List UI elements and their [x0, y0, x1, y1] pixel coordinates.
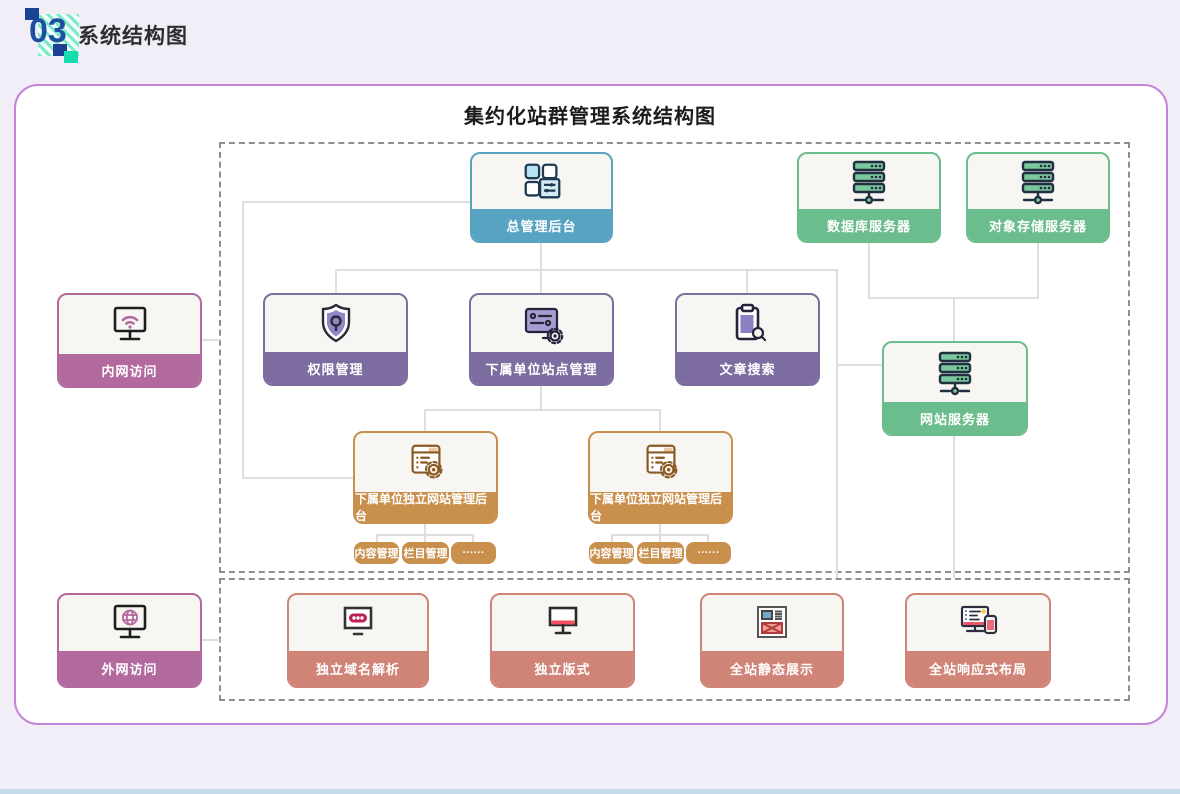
sub-tag: 内容管理	[589, 542, 634, 564]
responsive-devices-icon	[960, 605, 998, 635]
node-label: 全站静态展示	[702, 651, 842, 686]
node-subunit-site-management: 下属单位站点管理	[469, 293, 614, 386]
connector-line	[242, 201, 244, 479]
sub-tag: ······	[686, 542, 731, 564]
node-subunit-independent-backend-left: 下属单位独立网站管理后台	[353, 431, 498, 524]
connector-line	[424, 534, 426, 543]
clipboard-search-icon	[735, 303, 766, 341]
node-object-storage-server: 对象存储服务器	[966, 152, 1110, 243]
node-intranet-access: 内网访问	[57, 293, 202, 388]
connector-line	[611, 534, 613, 543]
node-label: 下属单位独立网站管理后台	[590, 492, 731, 522]
connector-line	[836, 364, 884, 366]
browser-gear-icon	[410, 444, 442, 478]
external-zone-border	[219, 578, 1130, 701]
sub-tag: 栏目管理	[637, 542, 684, 564]
monitor-wifi-icon	[113, 306, 146, 340]
connector-line	[746, 269, 748, 295]
node-subunit-independent-backend-right: 下属单位独立网站管理后台	[588, 431, 733, 524]
node-permission-management: 权限管理	[263, 293, 408, 386]
connector-line	[659, 409, 661, 431]
navy-square-decoration	[53, 44, 67, 56]
app-grid-icon	[524, 163, 560, 198]
panel-gear-icon	[524, 307, 563, 344]
connector-line	[659, 524, 661, 535]
connector-line	[335, 269, 337, 295]
section-number: 03	[29, 12, 67, 50]
node-label: 文章搜索	[677, 352, 818, 384]
teal-square-decoration	[64, 51, 78, 63]
node-label: 全站响应式布局	[907, 651, 1049, 686]
node-web-server: 网站服务器	[882, 341, 1028, 436]
connector-line	[376, 534, 378, 543]
connector-line	[540, 243, 542, 271]
connector-line	[242, 201, 471, 203]
connector-line	[1037, 243, 1039, 299]
node-label: 总管理后台	[472, 209, 611, 241]
connector-line	[335, 269, 838, 271]
navy-square-decoration	[25, 8, 39, 20]
server-icon	[938, 351, 972, 395]
node-label: 下属单位独立网站管理后台	[355, 492, 496, 522]
connector-line	[472, 534, 474, 543]
connector-line	[424, 524, 426, 535]
node-label: 独立域名解析	[289, 651, 427, 686]
server-icon	[852, 160, 886, 204]
node-responsive-layout: 全站响应式布局	[905, 593, 1051, 688]
connector-line	[836, 269, 838, 578]
node-static-display: 全站静态展示	[700, 593, 844, 688]
internal-zone-border	[219, 142, 1130, 573]
node-label: 内网访问	[59, 354, 200, 386]
monitor-layout-icon	[548, 606, 577, 635]
connector-line	[424, 409, 426, 431]
browser-gear-icon	[645, 444, 677, 478]
node-master-backend: 总管理后台	[470, 152, 613, 243]
connector-line	[242, 477, 353, 479]
node-label: 数据库服务器	[799, 209, 939, 241]
connector-line	[659, 534, 661, 543]
node-label: 权限管理	[265, 352, 406, 384]
connector-line	[953, 297, 955, 341]
node-label: 对象存储服务器	[968, 209, 1108, 241]
connector-line	[540, 269, 542, 295]
connector-line	[707, 534, 709, 543]
node-article-search: 文章搜索	[675, 293, 820, 386]
node-domain-resolution: 独立域名解析	[287, 593, 429, 688]
node-label: 独立版式	[492, 651, 633, 686]
connector-line	[202, 339, 220, 341]
bottom-accent-strip	[0, 789, 1180, 794]
screen-password-icon	[343, 606, 373, 636]
node-label: 下属单位站点管理	[471, 352, 612, 384]
node-database-server: 数据库服务器	[797, 152, 941, 243]
monitor-globe-icon	[113, 604, 146, 639]
sub-tag: 内容管理	[354, 542, 399, 564]
diagram-title: 集约化站群管理系统结构图	[464, 106, 716, 128]
node-label: 外网访问	[59, 651, 200, 686]
connector-line	[868, 243, 870, 299]
connector-line	[202, 639, 220, 641]
connector-line	[953, 436, 955, 578]
connector-line	[424, 409, 661, 411]
node-extranet-access: 外网访问	[57, 593, 202, 688]
shield-key-icon	[321, 303, 350, 342]
page-title: 系统结构图	[78, 25, 188, 48]
node-label: 网站服务器	[884, 402, 1026, 434]
document-grid-icon	[757, 606, 787, 638]
server-icon	[1021, 160, 1055, 204]
connector-line	[540, 386, 542, 410]
node-independent-layout: 独立版式	[490, 593, 635, 688]
sub-tag: 栏目管理	[402, 542, 449, 564]
sub-tag: ······	[451, 542, 496, 564]
